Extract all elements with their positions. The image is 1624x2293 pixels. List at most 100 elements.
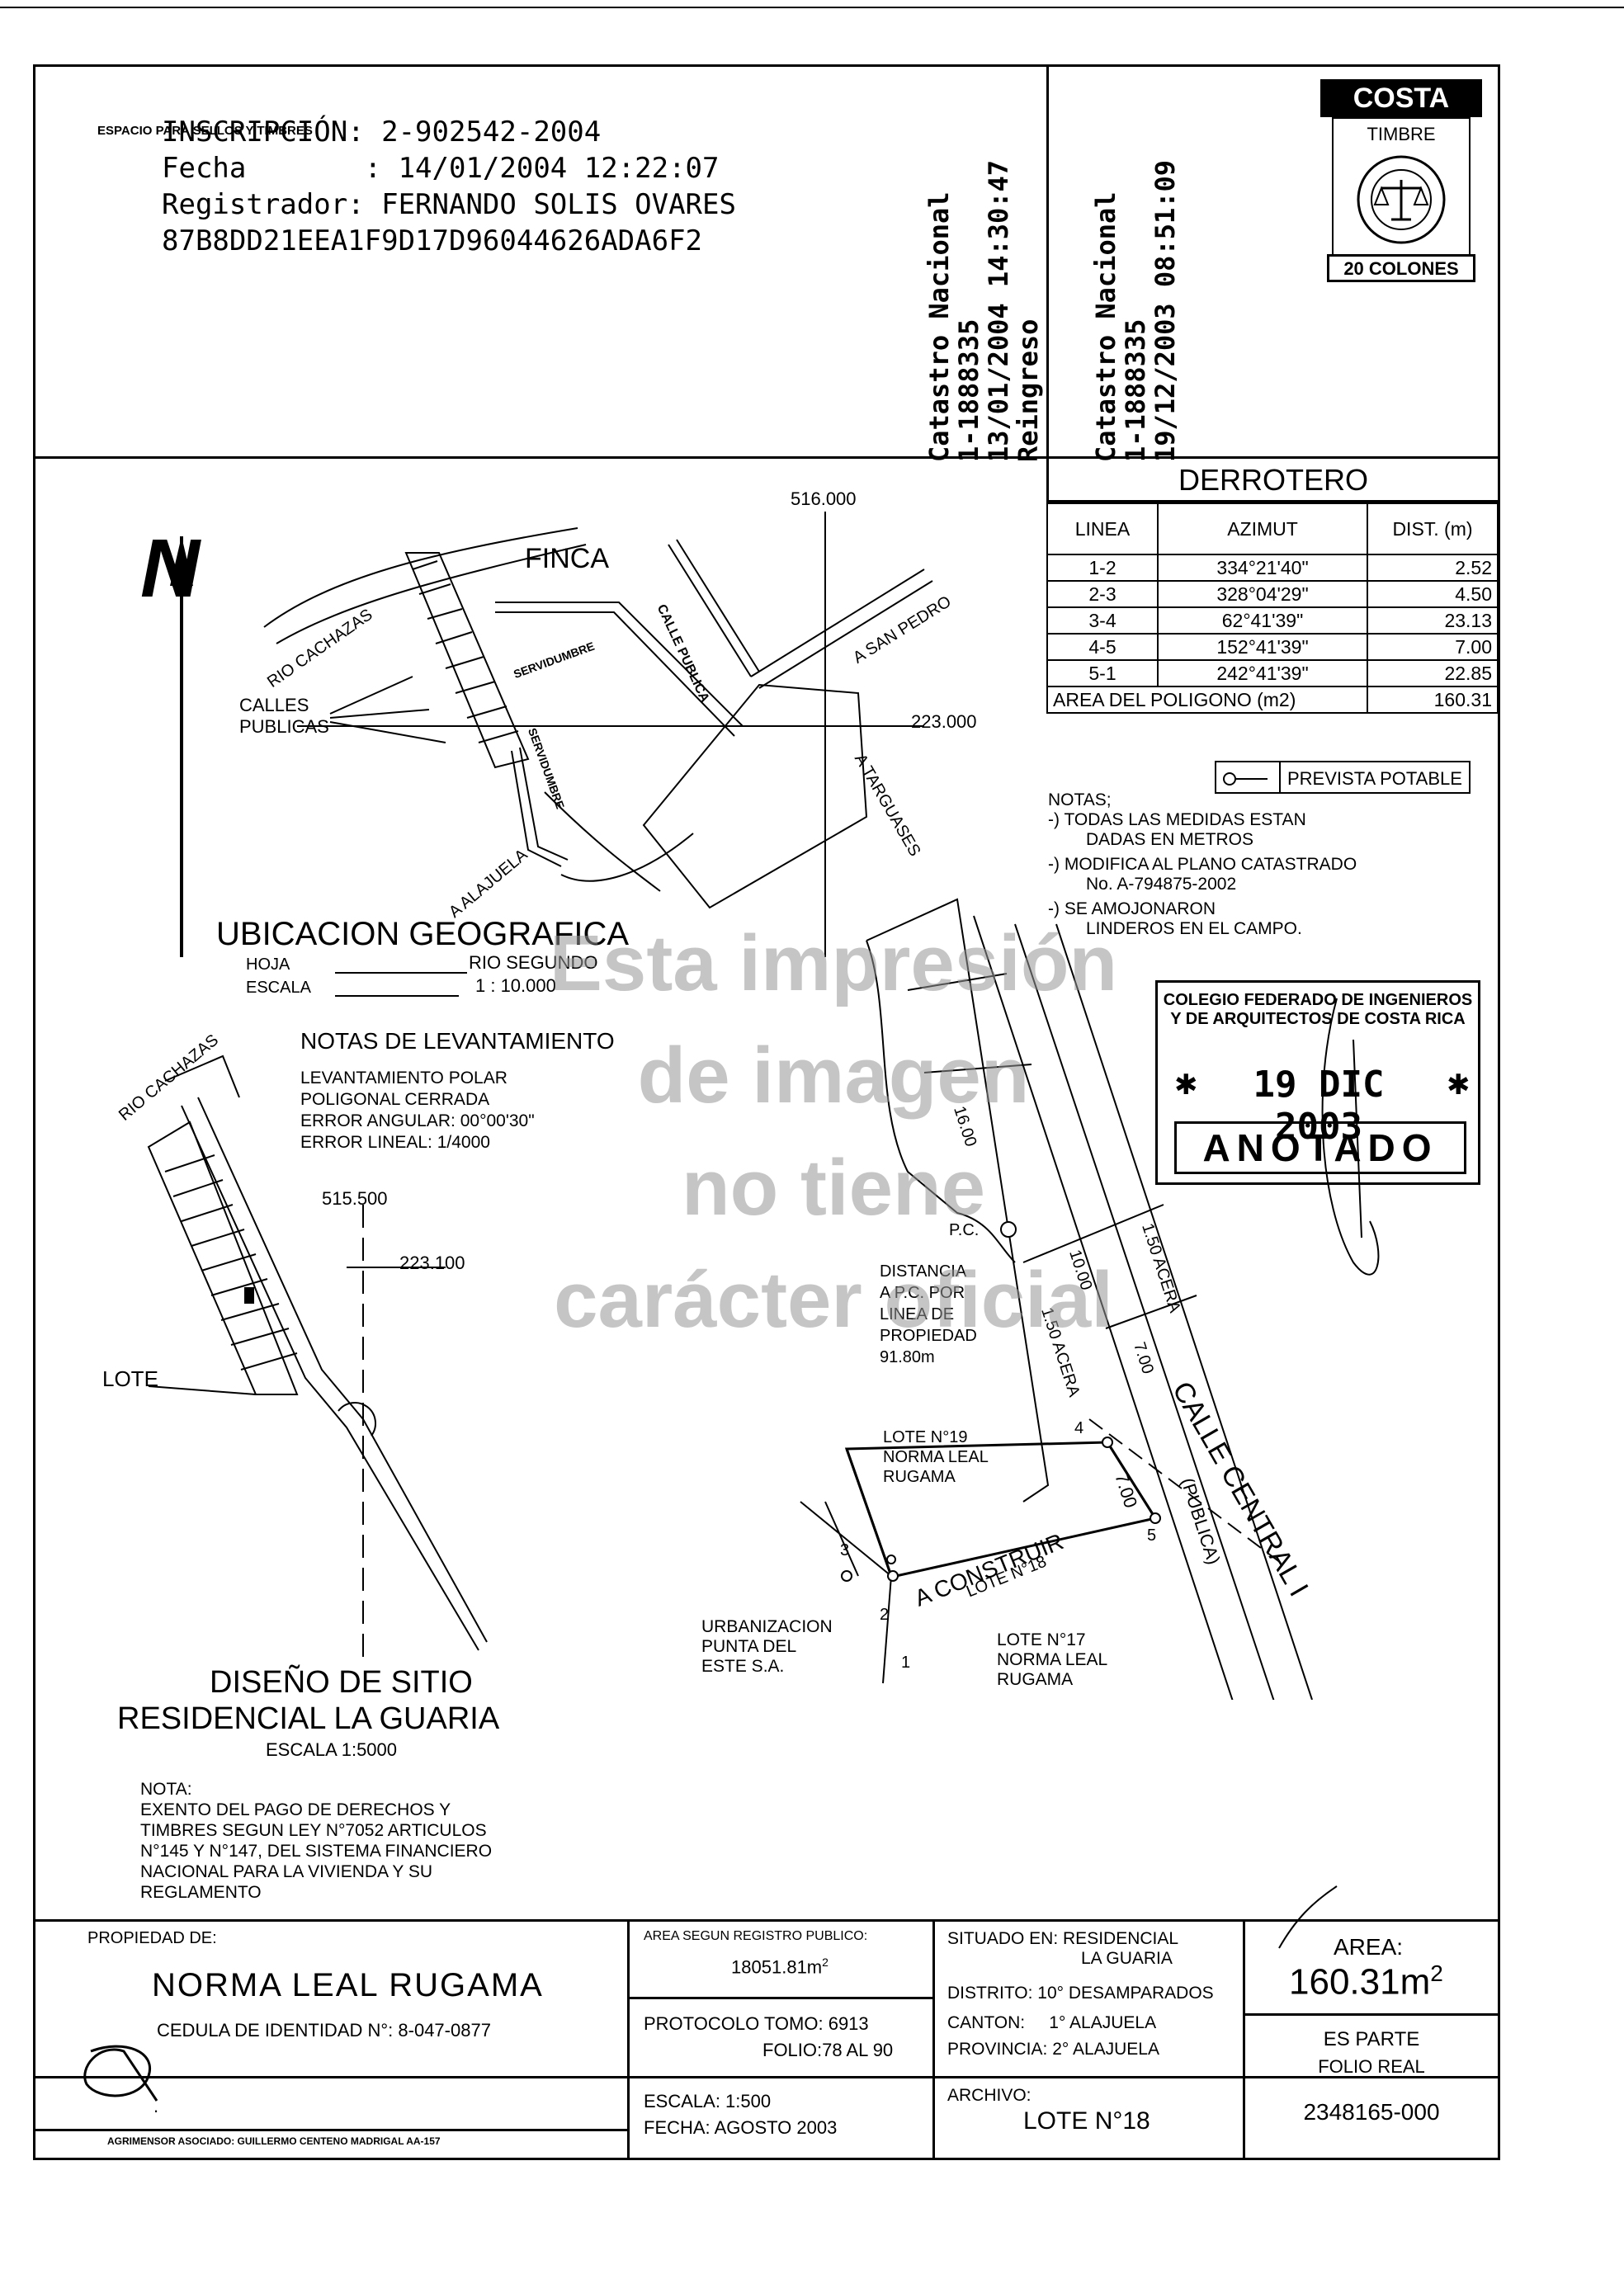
ubicacion-title: UBICACION GEOGRAFICA xyxy=(216,916,630,952)
es-parte: ES PARTE xyxy=(1323,2028,1420,2050)
situado-value: LA GUARIA xyxy=(1081,1949,1173,1968)
nota-exento-line: NACIONAL PARA LA VIVIENDA Y SU xyxy=(140,1862,433,1881)
registry-block: INSCRIPCIÓN: 2-902542-2004 Fecha : 14/01… xyxy=(162,114,736,259)
lote-label: LOTE xyxy=(102,1366,158,1391)
timbre-stamp: COSTA RICA TIMBRE 20 COLONES xyxy=(1320,79,1482,284)
star-right-icon: ✱ xyxy=(1447,1069,1471,1101)
point-5: 5 xyxy=(1147,1526,1157,1545)
nota-exento-line: TIMBRES SEGUN LEY N°7052 ARTICULOS xyxy=(140,1821,487,1840)
timbre-body: TIMBRE xyxy=(1332,117,1471,256)
derrotero-header-row: LINEA AZIMUT DIST. (m) xyxy=(1046,502,1499,555)
nota-exento-title: NOTA: xyxy=(140,1780,192,1799)
nota-exento: NOTA: EXENTO DEL PAGO DE DERECHOS Y TIMB… xyxy=(140,1779,492,1903)
nota-item: -) SE AMOJONARON xyxy=(1048,899,1216,918)
col-linea: LINEA xyxy=(1046,502,1159,555)
coord-223-1: 223.100 xyxy=(399,1253,465,1273)
area-poligono-value: 160.31 xyxy=(1367,686,1499,714)
legend-label: PREVISTA POTABLE xyxy=(1287,768,1462,789)
colegio-status: ANOTADO xyxy=(1174,1121,1466,1174)
lote17-line: RUGAMA xyxy=(997,1670,1074,1689)
area-registro-label: AREA SEGUN REGISTRO PUBLICO: xyxy=(644,1929,868,1943)
watermark-line: Esta impresión xyxy=(549,919,1118,1007)
dist-cell: 23.13 xyxy=(1367,606,1499,635)
col-azimut: AZIMUT xyxy=(1157,502,1368,555)
header-divider xyxy=(33,456,1046,459)
derrotero-title: DERROTERO xyxy=(1046,456,1500,502)
tb-h3 xyxy=(33,2076,1500,2078)
point-3: 3 xyxy=(840,1541,850,1559)
catastro-1-reingreso: Reingreso xyxy=(1013,318,1044,462)
calles-label: CALLES PUBLICAS xyxy=(239,695,329,737)
notas-title: NOTAS; xyxy=(1048,790,1112,809)
urbanizacion-line: URBANIZACION xyxy=(701,1617,833,1636)
distancia-line: LINEA DE xyxy=(880,1305,955,1323)
timbre-brand: COSTA RICA xyxy=(1320,79,1482,152)
coord-516: 516.000 xyxy=(791,488,857,509)
inscripcion: INSCRIPCIÓN: 2-902542-2004 xyxy=(162,116,602,149)
escala-label: ESCALA xyxy=(246,979,311,997)
plan-frame xyxy=(33,64,1500,2160)
nota-exento-line: N°145 Y N°147, DEL SISTEMA FINANCIERO xyxy=(140,1842,493,1861)
levantamiento-line: LEVANTAMIENTO POLAR xyxy=(300,1069,508,1088)
pc-label: P.C. xyxy=(949,1221,980,1239)
propiedad-label: PROPIEDAD DE: xyxy=(87,1929,217,1947)
levantamiento-block: LEVANTAMIENTO POLAR POLIGONAL CERRADA ER… xyxy=(300,1068,535,1154)
urbanizacion-line: PUNTA DEL xyxy=(701,1637,797,1656)
tb-div-2 xyxy=(932,1919,935,2160)
signature-mark xyxy=(1321,998,1380,1276)
distrito: DISTRITO: 10° DESAMPARADOS xyxy=(947,1984,1214,2003)
hoja-underline xyxy=(335,972,467,974)
situado-label: SITUADO EN: RESIDENCIAL xyxy=(947,1929,1179,1948)
title-block-top xyxy=(33,1919,1500,1922)
agrimensor: AGRIMENSOR ASOCIADO: GUILLERMO CENTENO M… xyxy=(107,2135,441,2147)
linea-cell: 4-5 xyxy=(1046,633,1159,661)
catastro-2-title: Catastro Nacional xyxy=(1090,191,1121,462)
linea-cell: 1-2 xyxy=(1046,554,1159,582)
tb-h1 xyxy=(627,1997,932,1999)
azimut-cell: 62°41'39" xyxy=(1157,606,1368,635)
hoja-label: HOJA xyxy=(246,955,290,974)
dist-cell: 22.85 xyxy=(1367,659,1499,687)
propietario-name: NORMA LEAL RUGAMA xyxy=(152,1967,544,2003)
tb-h2 xyxy=(1243,2013,1500,2016)
point-1: 1 xyxy=(901,1654,911,1672)
tb-escala: ESCALA: 1:500 xyxy=(644,2091,772,2111)
catastro-stamp-1: Catastro Nacional 1-1888335 13/01/2004 1… xyxy=(923,159,1044,462)
catastro-2-datetime: 19/12/2003 08:51:09 xyxy=(1150,159,1181,462)
coord-223: 223.000 xyxy=(911,711,977,732)
site-design-map xyxy=(147,1054,488,1658)
point-2: 2 xyxy=(880,1606,890,1624)
levantamiento-line: ERROR LINEAL: 1/4000 xyxy=(300,1133,490,1152)
page-top-edge xyxy=(0,7,1624,8)
distancia-line: DISTANCIA xyxy=(880,1262,967,1281)
folio: FOLIO:78 AL 90 xyxy=(762,2040,894,2060)
area-row: AREA DEL POLIGONO (m2)160.31 xyxy=(1046,686,1499,714)
registrador: Registrador: FERNANDO SOLIS OVARES xyxy=(162,188,736,221)
timbre-value: 20 COLONES xyxy=(1327,254,1475,282)
cedula: CEDULA DE IDENTIDAD N°: 8-047-0877 xyxy=(157,2020,491,2041)
urbanizacion-block: URBANIZACION PUNTA DEL ESTE S.A. xyxy=(701,1617,833,1677)
archivo-value: LOTE N°18 xyxy=(1023,2107,1150,2135)
tb-div-1 xyxy=(627,1919,630,2160)
colegio-line1: COLEGIO FEDERADO DE INGENIEROS xyxy=(1163,991,1473,1009)
azimut-cell: 242°41'39" xyxy=(1157,659,1368,687)
stamp-divider xyxy=(1046,64,1049,459)
distancia-block: DISTANCIA A P.C. POR LINEA DE PROPIEDAD … xyxy=(880,1261,977,1368)
catastro-1-title: Catastro Nacional xyxy=(923,191,955,462)
catastro-1-datetime: 13/01/2004 14:30:47 xyxy=(983,159,1014,462)
area-registro-exp: 2 xyxy=(822,1956,829,1969)
water-connection-icon xyxy=(1223,772,1268,786)
tb-area-wrap: 160.31m2 xyxy=(1289,1960,1443,2003)
tb-area-value: 160.31m xyxy=(1289,1961,1431,2003)
levantamiento-line: ERROR ANGULAR: 00°00'30" xyxy=(300,1111,535,1130)
tb-area-label: AREA: xyxy=(1334,1934,1404,1960)
linea-cell: 2-3 xyxy=(1046,580,1159,608)
tb-fecha: FECHA: AGOSTO 2003 xyxy=(644,2117,838,2138)
lote17-line: NORMA LEAL xyxy=(997,1650,1108,1669)
area-registro-wrap: 18051.81m2 xyxy=(627,1956,932,1978)
fecha: Fecha : 14/01/2004 12:22:07 xyxy=(162,152,720,185)
legend-box: PREVISTA POTABLE xyxy=(1215,761,1471,794)
lote19-line: NORMA LEAL xyxy=(883,1448,989,1466)
canton: CANTON: 1° ALAJUELA xyxy=(947,2013,1157,2032)
